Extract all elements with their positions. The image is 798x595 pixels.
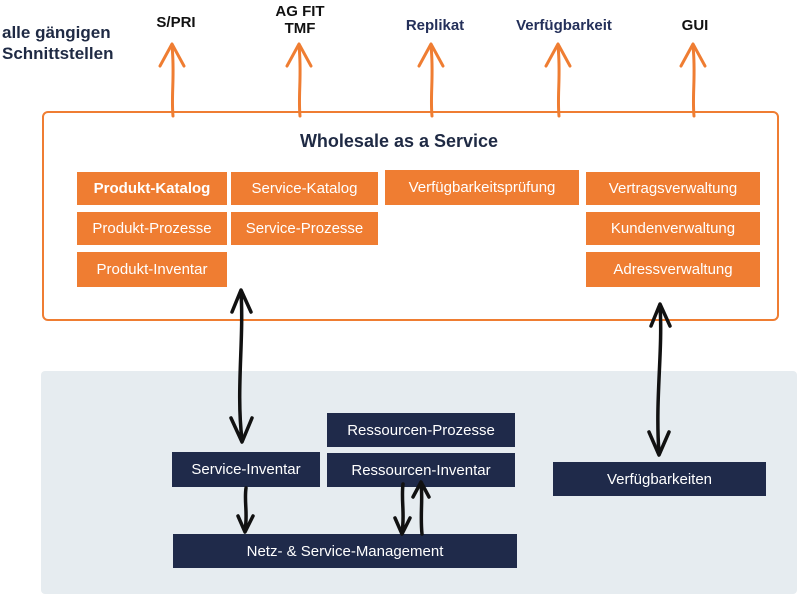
interface-label-ag-fit-tmf: AG FIT TMF bbox=[275, 3, 325, 37]
box-service-katalog: Service-Katalog bbox=[231, 172, 378, 205]
interfaces-heading: alle gängigen Schnittstellen bbox=[2, 23, 114, 63]
box-produkt-katalog: Produkt-Katalog bbox=[77, 172, 227, 205]
orange-arrow-verfuegbarkeit-icon bbox=[544, 42, 572, 118]
interface-label-verfuegbarkeit: Verfügbarkeit bbox=[516, 17, 612, 34]
box-verfuegbarkeitspruefung: Verfügbarkeitsprüfung bbox=[385, 170, 579, 205]
box-kundenverwaltung: Kundenverwaltung bbox=[586, 212, 760, 245]
interface-label-spri: S/PRI bbox=[156, 14, 196, 31]
orange-arrow-gui-icon bbox=[679, 42, 707, 118]
box-adressverwaltung: Adressverwaltung bbox=[586, 252, 760, 287]
box-service-prozesse: Service-Prozesse bbox=[231, 212, 378, 245]
box-ressourcen-inventar: Ressourcen-Inventar bbox=[327, 453, 515, 487]
box-netz-service-management: Netz- & Service-Management bbox=[173, 534, 517, 568]
arrow-ressourcen-to-netz-icon bbox=[393, 482, 412, 536]
bidirectional-arrow-produkt-service-icon bbox=[229, 288, 254, 444]
interface-label-replikat: Replikat bbox=[405, 17, 465, 34]
box-produkt-inventar: Produkt-Inventar bbox=[77, 252, 227, 287]
arrow-service-inventar-netz-icon bbox=[236, 486, 255, 534]
bidirectional-arrow-adress-verfuegbarkeiten-icon bbox=[647, 302, 672, 457]
orange-arrow-tmf-icon bbox=[285, 42, 313, 118]
orange-arrow-spri-icon bbox=[158, 42, 186, 118]
arrow-netz-to-ressourcen-icon bbox=[411, 480, 431, 536]
box-produkt-prozesse: Produkt-Prozesse bbox=[77, 212, 227, 245]
orange-arrow-replikat-icon bbox=[417, 42, 445, 118]
wholesale-title: Wholesale as a Service bbox=[299, 131, 499, 151]
box-vertragsverwaltung: Vertragsverwaltung bbox=[586, 172, 760, 205]
interface-label-gui: GUI bbox=[681, 17, 709, 34]
box-service-inventar: Service-Inventar bbox=[172, 452, 320, 487]
box-ressourcen-prozesse: Ressourcen-Prozesse bbox=[327, 413, 515, 447]
wholesale-as-a-service-box bbox=[42, 111, 779, 321]
box-verfuegbarkeiten: Verfügbarkeiten bbox=[553, 462, 766, 496]
